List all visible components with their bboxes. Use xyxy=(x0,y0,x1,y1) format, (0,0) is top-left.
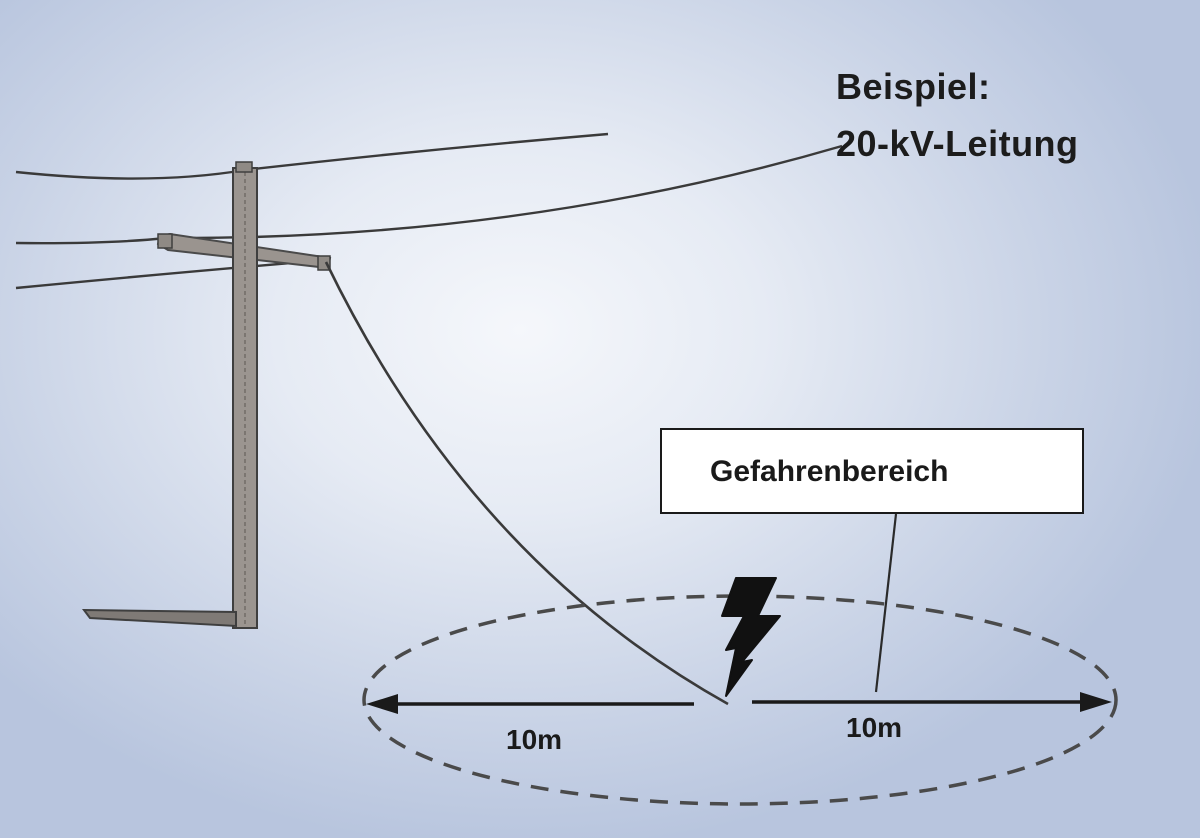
arrow-right-head xyxy=(1080,692,1112,712)
title-line-1: Beispiel: xyxy=(836,66,991,107)
fallen-conductor xyxy=(324,261,729,706)
arrow-left-head xyxy=(366,694,398,714)
danger-label-pointer xyxy=(874,513,898,693)
distance-label-left: 10m xyxy=(506,724,563,755)
pole-top-insulator xyxy=(235,161,253,173)
crossarm-insulator-left xyxy=(157,233,173,249)
distance-label-right: 10m xyxy=(846,712,903,743)
overhead-wires xyxy=(15,132,843,290)
wire-middle xyxy=(15,144,843,245)
distance-arrows xyxy=(366,692,1112,714)
wire-top xyxy=(15,132,609,180)
pole-base xyxy=(81,608,237,628)
danger-zone-label-box: Gefahrenbereich xyxy=(660,428,1084,514)
danger-zone-label: Gefahrenbereich xyxy=(710,455,949,488)
lightning-bolt-icon xyxy=(721,577,781,697)
danger-zone-ellipse xyxy=(362,594,1118,806)
title-line-2: 20-kV-Leitung xyxy=(836,123,1079,164)
utility-pole-icon xyxy=(81,161,332,629)
wire-lower xyxy=(15,258,327,290)
